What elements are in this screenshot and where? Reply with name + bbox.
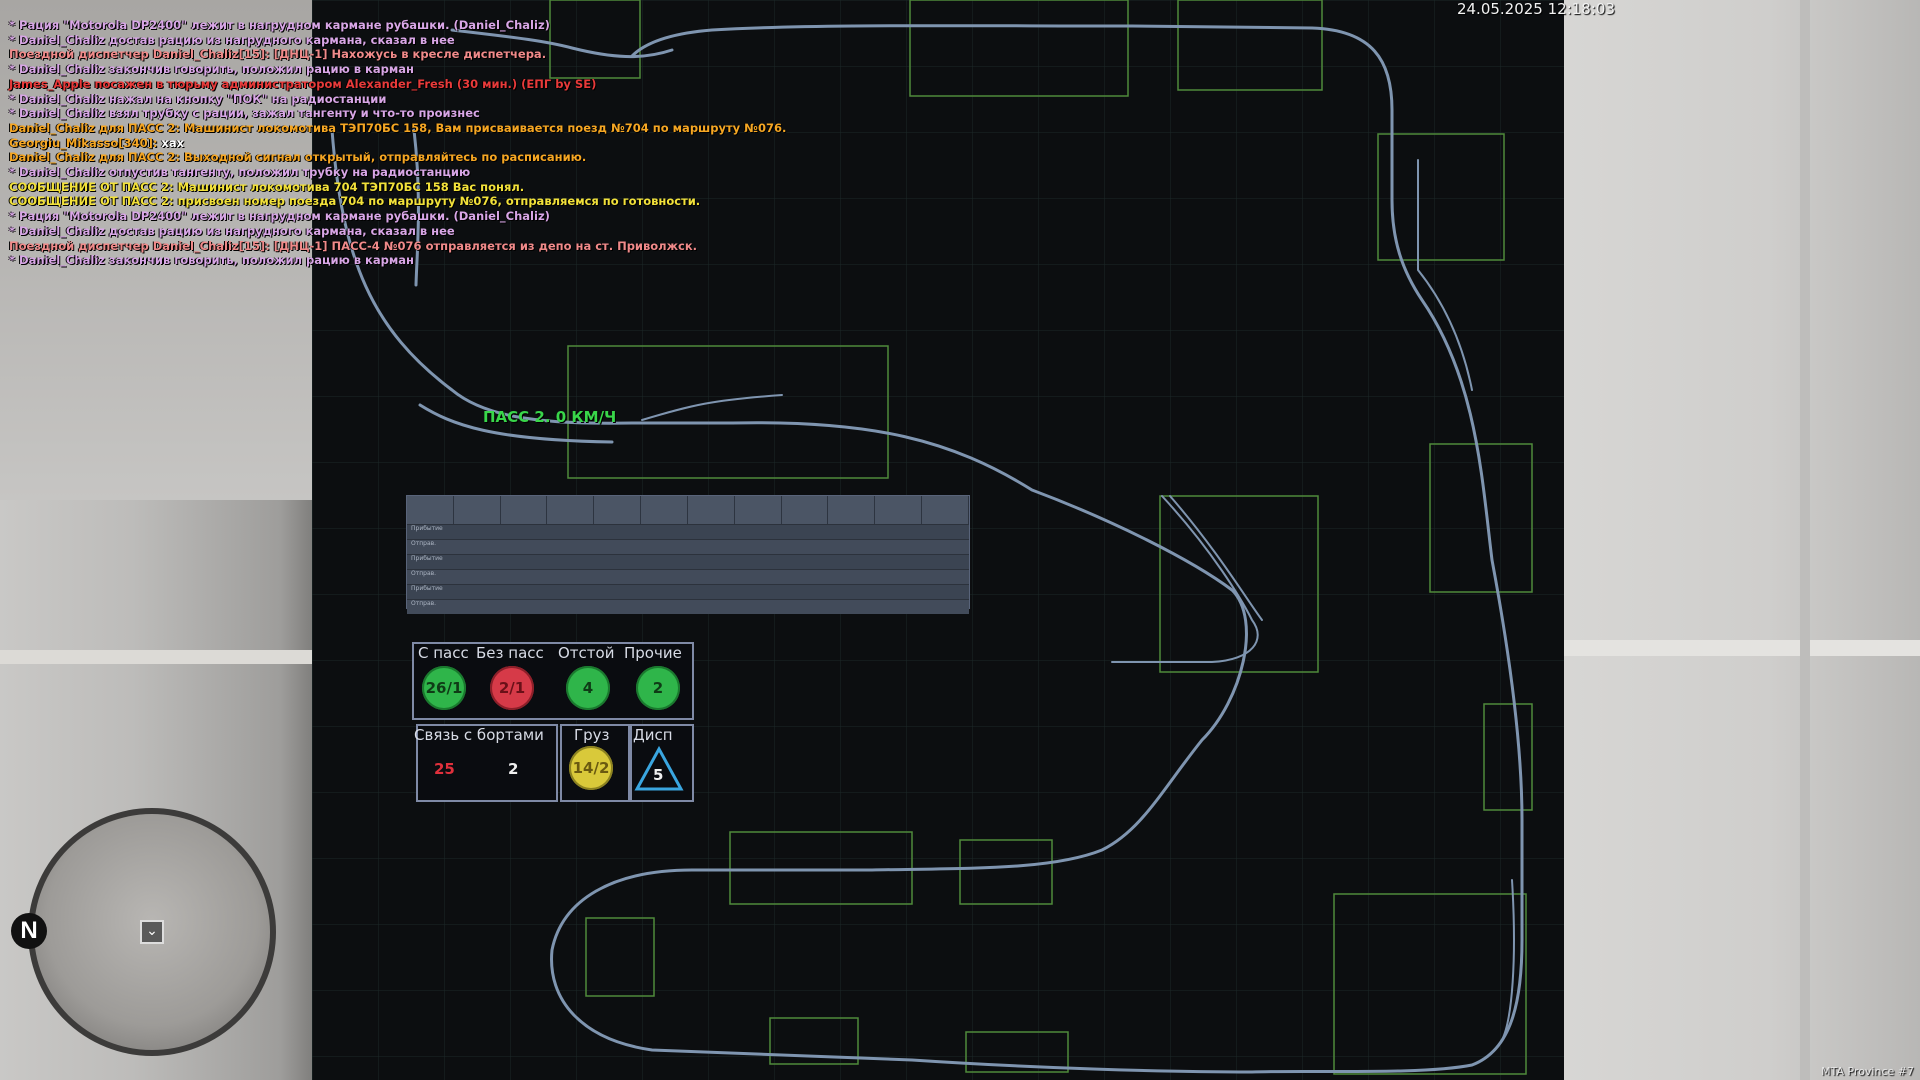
schedule-cell: Прибытие xyxy=(411,585,443,592)
chat-line: Поездной диспетчер Daniel_Chaliz[15]: [Д… xyxy=(9,238,698,253)
train-stats-panel: С пасс Без пасс Отстой Прочие 26/1 2/1 4… xyxy=(412,642,694,802)
north-marker: N xyxy=(11,913,47,949)
chat-line: * Daniel_Chaliz отпустив тангенту, полож… xyxy=(9,165,471,180)
chat-line: * Рация "Motorola DP2400" лежит в нагруд… xyxy=(9,209,550,224)
schedule-row: Отправ. xyxy=(407,599,969,614)
chat-line: Daniel_Chaliz для ПАСС 2: Машинист локом… xyxy=(9,120,787,135)
header-other: Прочие xyxy=(624,644,682,662)
zone xyxy=(549,0,641,79)
chat-line: * Рация "Motorola DP2400" лежит в нагруд… xyxy=(9,18,550,32)
chat-message: хах xyxy=(157,135,185,150)
comm-white-count: 2 xyxy=(508,760,519,778)
schedule-row: Отправ. xyxy=(407,569,969,584)
zone xyxy=(1377,133,1505,261)
header-comm: Связь с бортами xyxy=(414,726,544,744)
cargo-count-indicator: 14/2 xyxy=(569,746,613,790)
comm-box xyxy=(416,724,558,802)
train-speed-label: ПАСС 2. 0 КМ/Ч xyxy=(483,408,617,426)
zone xyxy=(567,345,889,479)
schedule-cell: Прибытие xyxy=(411,525,443,532)
chat-log: * Рация "Motorola DP2400" лежит в нагруд… xyxy=(9,18,909,268)
schedule-header xyxy=(407,496,969,524)
player-marker-icon: ⌄ xyxy=(140,920,164,944)
wall-left-upper xyxy=(0,0,330,500)
zone xyxy=(1483,703,1533,811)
chat-sender: Georgiu_Mikasso[340]: xyxy=(9,135,158,150)
chat-line: * Daniel_Chaliz достав рацию из нагрудно… xyxy=(9,32,455,47)
schedule-cell: Прибытие xyxy=(411,555,443,562)
tile-seam-left xyxy=(0,650,330,664)
schedule-row: Прибытие xyxy=(407,524,969,539)
schedule-table: Прибытие Отправ. Прибытие Отправ. Прибыт… xyxy=(406,495,970,614)
header-cargo: Груз xyxy=(574,726,610,744)
chat-line: Daniel_Chaliz для ПАСС 2: Выходной сигна… xyxy=(9,150,587,165)
idle-count-indicator: 4 xyxy=(566,666,610,710)
chat-line: * Daniel_Chaliz нажал на кнопку "ПОК" на… xyxy=(9,91,387,106)
chat-line: James_Apple посажен в тюрьму администрат… xyxy=(9,76,597,91)
comm-red-count: 25 xyxy=(434,760,455,778)
chat-line: * Daniel_Chaliz закончив говорить, полож… xyxy=(9,253,414,268)
chat-line: Поездной диспетчер Daniel_Chaliz[15]: [Д… xyxy=(9,47,547,62)
header-pass: С пасс xyxy=(418,644,469,662)
schedule-row: Прибытие xyxy=(407,584,969,599)
chat-line: Georgiu_Mikasso[340]: хах xyxy=(9,136,909,151)
schedule-cell: Отправ. xyxy=(411,540,437,547)
header-disp: Дисп xyxy=(633,726,673,744)
tracks xyxy=(330,24,1524,1074)
server-name: MTA Province #7 xyxy=(1821,1065,1914,1078)
zone xyxy=(965,1031,1069,1073)
header-no-pass: Без пасс xyxy=(476,644,544,662)
warning-triangle-icon xyxy=(634,746,684,791)
schedule-row: Отправ. xyxy=(407,539,969,554)
chat-line: * Daniel_Chaliz закончив говорить, полож… xyxy=(9,62,414,77)
pass-count-indicator: 26/1 xyxy=(422,666,466,710)
disp-count: 5 xyxy=(653,766,664,784)
tile-seam-vertical xyxy=(1800,0,1810,1080)
chat-line: СООБЩЕНИЕ ОТ ПАСС 2: Машинист локомотива… xyxy=(9,179,525,194)
tile-seam-right xyxy=(1540,640,1920,656)
chat-line: СООБЩЕНИЕ ОТ ПАСС 2: присвоен номер поез… xyxy=(9,194,701,209)
wall-right xyxy=(1540,0,1920,1080)
zone xyxy=(769,1017,859,1065)
zone xyxy=(585,917,655,997)
station-zones xyxy=(549,0,1533,1075)
other-count-indicator: 2 xyxy=(636,666,680,710)
datetime-display: 24.05.2025 12:18:03 xyxy=(1456,0,1615,18)
zone xyxy=(909,0,1129,97)
zone xyxy=(1429,443,1533,593)
chat-line: * Daniel_Chaliz достав рацию из нагрудно… xyxy=(9,223,455,238)
zone xyxy=(1177,0,1323,91)
schedule-cell: Отправ. xyxy=(411,570,437,577)
zone xyxy=(959,839,1053,905)
no-pass-count-indicator: 2/1 xyxy=(490,666,534,710)
zone xyxy=(1333,893,1527,1075)
header-idle: Отстой xyxy=(558,644,615,662)
schedule-cell: Отправ. xyxy=(411,600,437,607)
chat-line: * Daniel_Chaliz взял трубку с рации, заж… xyxy=(9,106,480,121)
schedule-row: Прибытие xyxy=(407,554,969,569)
